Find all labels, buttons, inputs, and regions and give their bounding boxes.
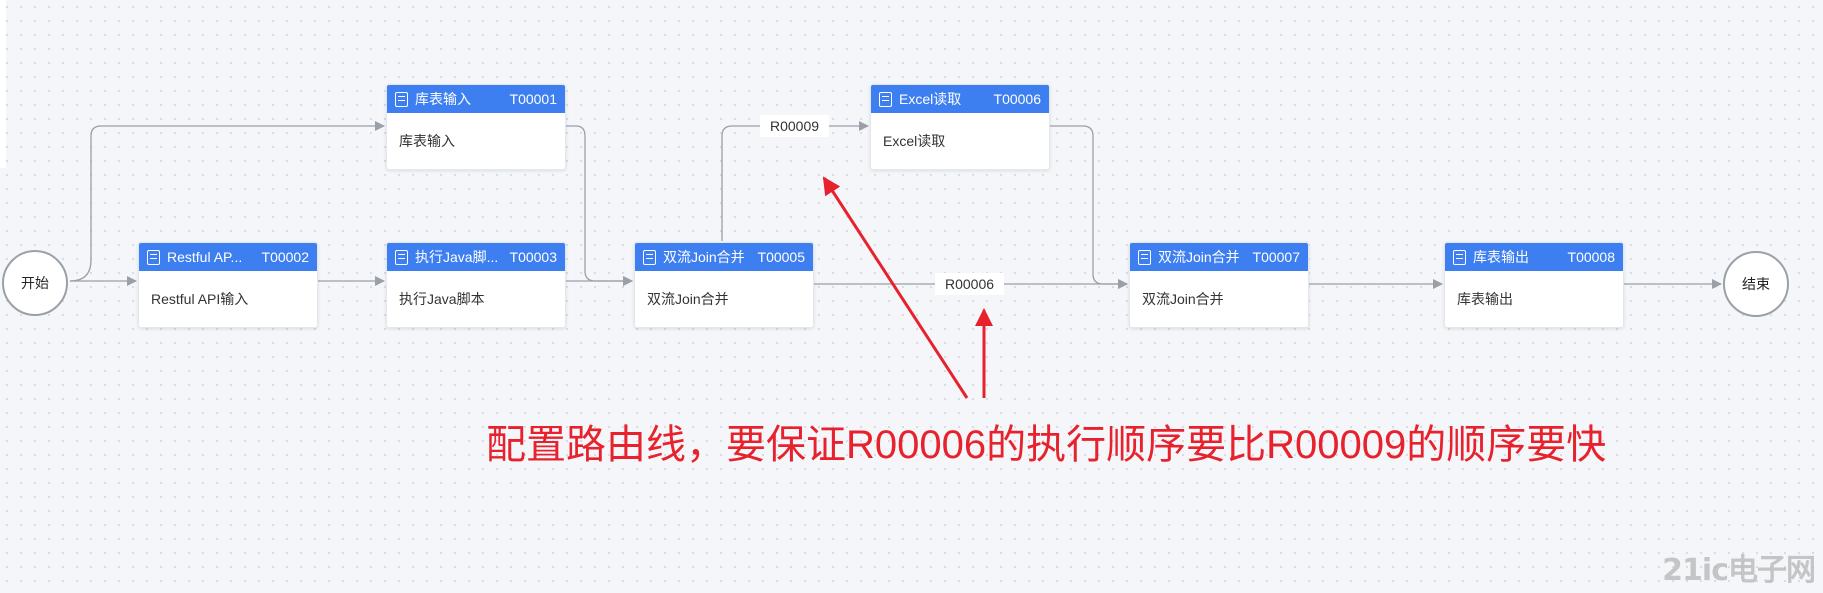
task-node-t00003[interactable]: 执行Java脚... T00003 执行Java脚本 [386,242,566,328]
node-code: T00002 [261,249,309,265]
join-icon [643,249,656,265]
task-node-t00008[interactable]: 库表输出 T00008 库表输出 [1444,242,1624,328]
node-code: T00003 [509,249,557,265]
edge-start-t00001 [69,121,385,282]
node-title: 库表输入 [415,91,471,107]
edge-t00005-t00006 [721,121,869,241]
node-body: Excel读取 [883,133,946,149]
api-icon [147,249,160,265]
node-title: Excel读取 [899,91,962,107]
end-node-label: 结束 [1742,276,1770,292]
node-title: Restful AP... [167,249,243,265]
node-header: 库表输出 T00008 [1445,243,1623,271]
node-header: 双流Join合并 T00007 [1130,243,1308,271]
table-output-icon [1453,249,1466,265]
node-header: 库表输入 T00001 [387,85,565,113]
node-code: T00007 [1252,249,1300,265]
node-body: 双流Join合并 [647,291,729,307]
task-node-t00005[interactable]: 双流Join合并 T00005 双流Join合并 [634,242,814,328]
script-icon [395,249,408,265]
task-node-t00006[interactable]: Excel读取 T00006 Excel读取 [870,84,1050,170]
route-label-r00006[interactable]: R00006 [935,273,1005,295]
node-code: T00006 [993,91,1041,107]
node-code: T00008 [1567,249,1615,265]
task-node-t00007[interactable]: 双流Join合并 T00007 双流Join合并 [1129,242,1309,328]
node-body: 库表输入 [399,133,455,149]
node-header: 执行Java脚... T00003 [387,243,565,271]
end-node[interactable]: 结束 [1723,251,1789,317]
annotation-arrow-to-r00009 [822,176,969,399]
node-body: 双流Join合并 [1142,291,1224,307]
annotation-text: 配置路由线，要保证R00006的执行顺序要比R00009的顺序要快 [486,423,1607,467]
node-header: Restful AP... T00002 [139,243,317,271]
task-node-t00001[interactable]: 库表输入 T00001 库表输入 [386,84,566,170]
start-node-label: 开始 [21,275,49,291]
node-header: 双流Join合并 T00005 [635,243,813,271]
join-icon [1138,249,1151,265]
canvas-edge-strip [0,0,6,168]
task-node-t00002[interactable]: Restful AP... T00002 Restful API输入 [138,242,318,328]
excel-icon [879,91,892,107]
node-code: T00001 [509,91,557,107]
node-title: 双流Join合并 [663,249,745,265]
node-body: 执行Java脚本 [399,291,485,307]
node-title: 双流Join合并 [1158,249,1240,265]
node-header: Excel读取 T00006 [871,85,1049,113]
table-input-icon [395,91,408,107]
node-body: Restful API输入 [151,291,249,307]
edge-t00006-t00007 [1047,125,1128,289]
route-label-r00009[interactable]: R00009 [760,115,830,137]
start-node[interactable]: 开始 [2,250,68,316]
node-body: 库表输出 [1457,291,1513,307]
node-title: 执行Java脚... [415,249,499,265]
node-title: 库表输出 [1473,249,1529,265]
node-code: T00005 [757,249,805,265]
watermark-logo: 21ic电子网 [1662,553,1816,588]
